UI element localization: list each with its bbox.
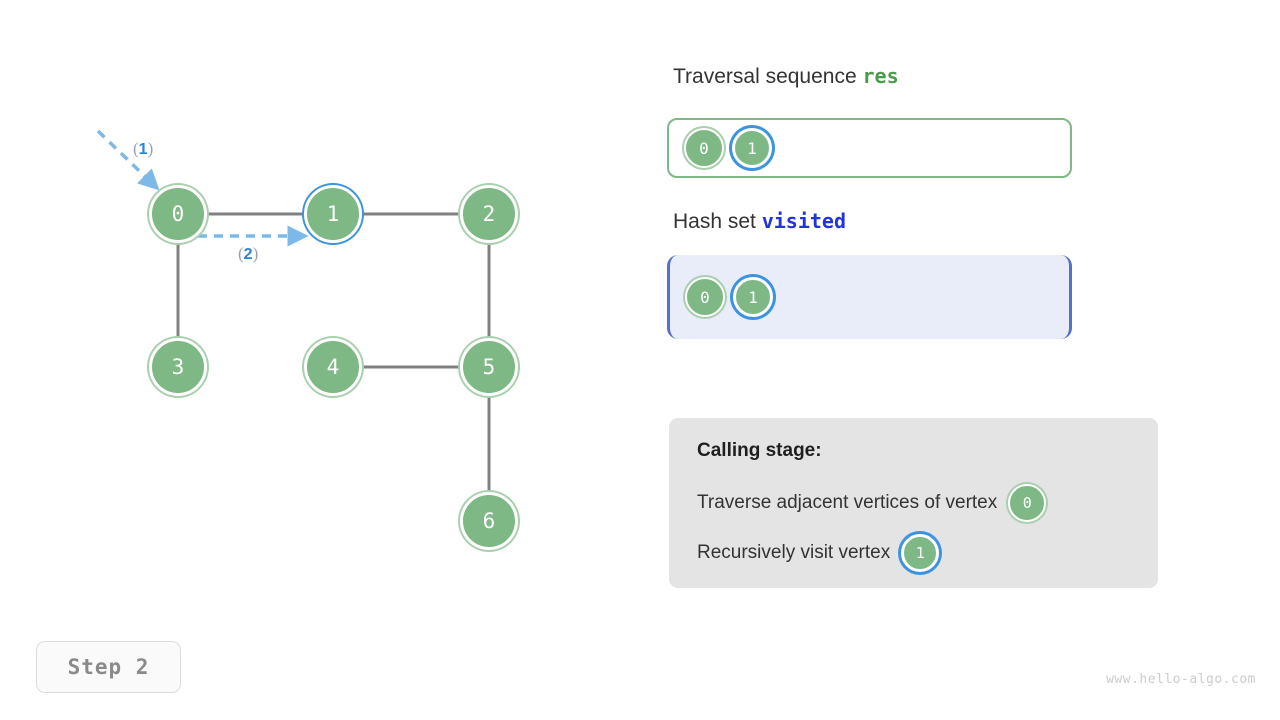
graph-panel: 0 1 2 3 4 5 6 (1) (2)	[96, 129, 518, 550]
calling-stage-line-2-vertex: 1	[901, 534, 940, 572]
graph-node-5[interactable]: 5	[460, 338, 518, 396]
calling-stage-title: Calling stage:	[697, 440, 822, 461]
hash-set-var-name: visited	[761, 209, 847, 233]
calling-stage-line-1-vertex: 0	[1008, 484, 1047, 522]
graph-node-0[interactable]: 0	[149, 185, 207, 243]
res-item-1: 1	[732, 128, 772, 168]
graph-node-2[interactable]: 2	[460, 185, 518, 243]
calling-stage-line-1: Traverse adjacent vertices of vertex 0	[697, 484, 1158, 522]
calling-stage-line-1-text: Traverse adjacent vertices of vertex	[697, 492, 998, 513]
calling-stage-line-2-text: Recursively visit vertex	[697, 542, 891, 563]
res-item-0: 0	[684, 128, 724, 168]
graph-edges-svg	[96, 129, 491, 493]
calling-stage-box: Calling stage: Traverse adjacent vertice…	[669, 418, 1158, 588]
graph-node-3[interactable]: 3	[149, 338, 207, 396]
dashed-arrow-1	[96, 129, 160, 191]
visited-item-0: 0	[685, 277, 725, 317]
graph-node-4[interactable]: 4	[304, 338, 362, 396]
visited-item-1: 1	[733, 277, 773, 317]
arrow-step-2-label: (2)	[238, 244, 259, 263]
traversal-sequence-heading: Traversal sequence res	[673, 64, 899, 89]
hash-set-heading-text: Hash set	[673, 210, 756, 233]
dashed-arrow-layer	[96, 129, 309, 247]
edge-layer	[176, 212, 491, 493]
hash-set-heading: Hash set visited	[673, 209, 846, 234]
arrow-step-1-label: (1)	[133, 139, 154, 158]
traversal-sequence-heading-text: Traversal sequence	[673, 65, 857, 88]
graph-node-6[interactable]: 6	[460, 492, 518, 550]
graph-node-1[interactable]: 1	[304, 185, 362, 243]
calling-stage-line-2: Recursively visit vertex 1	[697, 534, 1158, 572]
traversal-sequence-var-name: res	[862, 64, 899, 88]
step-badge: Step 2	[36, 641, 181, 693]
watermark: www.hello-algo.com	[1106, 672, 1256, 687]
